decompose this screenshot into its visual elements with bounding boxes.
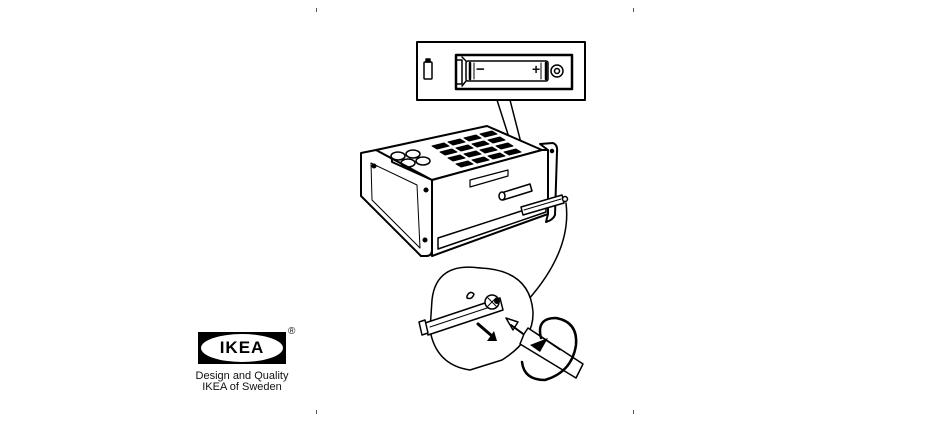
battery-detail-inset <box>417 42 585 100</box>
battery-minus-label: − <box>476 62 485 78</box>
ikea-logo: IKEA <box>198 332 286 364</box>
battery-plus-label: + <box>532 61 540 77</box>
logo-wordmark: IKEA <box>198 332 286 364</box>
device-body <box>361 126 568 256</box>
screw-removal-detail <box>419 267 583 380</box>
tagline-line2: IKEA of Sweden <box>180 381 304 393</box>
registered-mark: ® <box>288 327 295 337</box>
